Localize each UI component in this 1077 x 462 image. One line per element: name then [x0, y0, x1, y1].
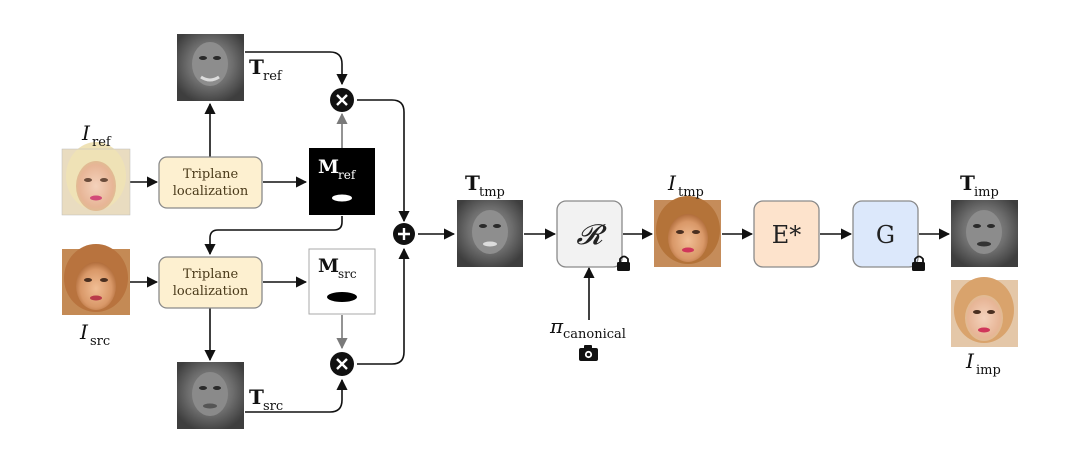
renderer-symbol: 𝓡	[576, 218, 607, 251]
arrow-multiply-top-to-plus	[357, 99, 410, 223]
lock-icon	[912, 255, 925, 271]
renderer-box: 𝓡	[556, 200, 623, 268]
svg-text:src: src	[263, 399, 283, 414]
svg-text:M: M	[318, 255, 339, 277]
triplane-bottom-line2: localization	[173, 284, 249, 299]
label-i-ref: I ref	[81, 121, 112, 150]
label-m-ref: M ref	[318, 156, 357, 182]
label-t-imp: T imp	[960, 171, 999, 200]
svg-text:ref: ref	[263, 69, 283, 84]
svg-text:src: src	[90, 334, 110, 349]
svg-text:T: T	[465, 171, 480, 195]
multiply-icon	[330, 88, 354, 112]
label-pi-canonical: π canonical	[549, 314, 626, 342]
svg-text:tmp: tmp	[678, 185, 704, 200]
label-i-tmp: I tmp	[667, 171, 704, 200]
camera-icon	[579, 345, 598, 361]
svg-text:M: M	[318, 156, 339, 178]
msrc-mask	[308, 248, 376, 315]
svg-text:tmp: tmp	[479, 185, 505, 200]
svg-text:imp: imp	[974, 185, 999, 200]
multiply-icon	[330, 352, 354, 376]
arrow-tsrc-to-multiply	[245, 378, 348, 413]
triplane-box-top: Triplane localization	[158, 156, 263, 209]
generator-box: G	[852, 200, 919, 268]
encoder-box: E*	[753, 200, 820, 268]
mref-mask	[309, 148, 375, 215]
label-m-src: M src	[318, 255, 357, 281]
plus-icon	[393, 223, 415, 245]
encoder-label: E*	[772, 221, 802, 249]
svg-text:T: T	[249, 55, 264, 79]
svg-text:src: src	[338, 267, 357, 281]
triplane-box-bottom: Triplane localization	[158, 256, 263, 309]
svg-text:π: π	[549, 314, 564, 338]
label-i-imp: I imp	[965, 349, 1001, 378]
svg-text:I: I	[667, 171, 677, 195]
triplane-bottom-line1: Triplane	[183, 267, 239, 282]
arrow-multiply-bottom-to-plus	[357, 247, 410, 365]
lock-icon	[617, 255, 630, 271]
svg-text:canonical: canonical	[563, 327, 626, 342]
svg-text:I: I	[79, 320, 89, 344]
generator-label: G	[876, 221, 895, 249]
tsrc-image	[177, 362, 244, 429]
svg-text:ref: ref	[92, 135, 112, 150]
timp-image	[951, 200, 1018, 267]
iref-image	[61, 142, 131, 216]
svg-text:I: I	[81, 121, 91, 145]
isrc-image	[62, 244, 130, 315]
svg-text:T: T	[249, 385, 264, 409]
arrows	[130, 51, 951, 413]
label-t-tmp: T tmp	[465, 171, 505, 200]
arrow-tref-to-multiply	[245, 51, 348, 86]
ttmp-image	[457, 200, 523, 267]
arrow-mref-to-triplane-bottom	[204, 216, 343, 256]
svg-text:I: I	[965, 349, 975, 373]
tref-image	[177, 34, 244, 101]
label-t-src: T src	[249, 385, 283, 414]
iimp-image	[951, 277, 1018, 347]
itmp-image	[654, 196, 721, 267]
triplane-top-line2: localization	[173, 184, 249, 199]
svg-text:ref: ref	[338, 168, 357, 182]
triplane-top-line1: Triplane	[183, 167, 239, 182]
label-i-src: I src	[79, 320, 110, 349]
label-t-ref: T ref	[249, 55, 283, 84]
svg-text:imp: imp	[976, 363, 1001, 378]
svg-text:T: T	[960, 171, 975, 195]
